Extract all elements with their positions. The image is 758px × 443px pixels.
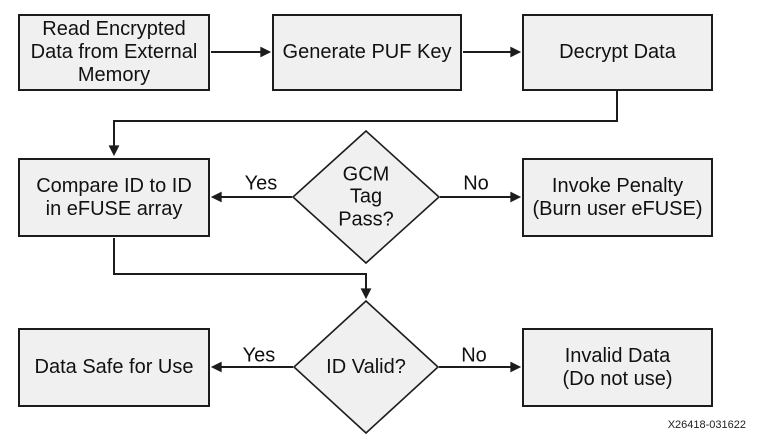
- node-data-safe: Data Safe for Use: [18, 328, 210, 407]
- node-label: Invalid Data (Do not use): [562, 344, 673, 390]
- node-generate-puf-key: Generate PUF Key: [272, 14, 462, 91]
- edge-label-idvalid-yes: Yes: [242, 344, 276, 367]
- node-invalid-data: Invalid Data (Do not use): [522, 328, 713, 407]
- node-decrypt-data: Decrypt Data: [522, 14, 713, 91]
- edge-decrypt-to-compare: [108, 91, 618, 157]
- edge-label-idvalid-no: No: [461, 344, 487, 367]
- figure-id: X26418-031622: [667, 419, 746, 431]
- node-label: Invoke Penalty (Burn user eFUSE): [532, 174, 703, 220]
- node-label: Decrypt Data: [559, 41, 676, 63]
- edge-label-gcm-no: No: [463, 172, 489, 195]
- node-label: Data Safe for Use: [34, 356, 194, 378]
- decision-id-valid-label: ID Valid?: [326, 355, 406, 378]
- node-invoke-penalty: Invoke Penalty (Burn user eFUSE): [522, 158, 713, 237]
- node-label: Read Encrypted Data from External Memory: [30, 18, 198, 86]
- decision-gcm-tag-label: GCM Tag Pass?: [338, 163, 394, 231]
- edge-label-gcm-yes: Yes: [244, 172, 278, 195]
- node-label: Compare ID to ID in eFUSE array: [36, 174, 192, 220]
- decision-id-valid-shape: [292, 299, 440, 435]
- node-read-encrypted-data: Read Encrypted Data from External Memory: [18, 14, 210, 91]
- decision-gcm-tag-shape: [291, 129, 441, 265]
- edge-compare-to-idvalid: [113, 238, 372, 300]
- node-label: Generate PUF Key: [282, 41, 452, 63]
- node-compare-id: Compare ID to ID in eFUSE array: [18, 158, 210, 237]
